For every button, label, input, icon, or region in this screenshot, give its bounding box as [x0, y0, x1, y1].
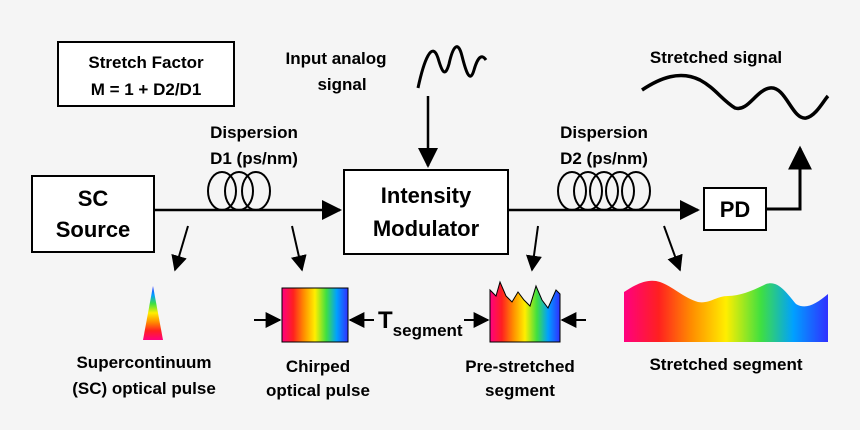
sc-source-label-line1: SC	[78, 186, 109, 211]
sc-source-box: SC Source	[31, 175, 155, 253]
pd-output-arrow	[766, 145, 812, 211]
pointer-arrow-chirped	[291, 225, 307, 272]
intensity-modulator-box: Intensity Modulator	[343, 169, 509, 255]
stretch-factor-formula: M = 1 + D2/D1	[91, 80, 202, 99]
input-analog-waveform	[416, 45, 488, 89]
modulator-label-line1: Intensity	[381, 183, 472, 208]
stretch-factor-title: Stretch Factor	[88, 53, 204, 72]
tsegment-subscript: segment	[393, 321, 463, 340]
pointer-arrow-prestretched	[526, 225, 542, 272]
dispersion1-label-line2: D1 (ps/nm)	[210, 149, 298, 168]
pointer-arrow-stretched	[663, 225, 683, 272]
dispersion2-label-line2: D2 (ps/nm)	[560, 149, 648, 168]
tsegment-main: T	[378, 307, 393, 334]
caption-prestretched-line1: Pre-stretched	[465, 357, 575, 376]
chirped-pulse-group: Tsegment	[254, 287, 463, 343]
sc-source-label-line2: Source	[56, 217, 131, 242]
pd-label: PD	[720, 197, 751, 222]
dispersion2-label-line1: Dispersion	[560, 123, 648, 142]
fiber-coil-d1-icon	[207, 171, 271, 211]
caption-chirped-line2: optical pulse	[266, 381, 370, 400]
prestretched-group	[464, 280, 586, 343]
prestretched-segment-shape	[489, 280, 561, 343]
caption-prestretched-line2: segment	[485, 381, 555, 400]
caption-sc-pulse-line2: (SC) optical pulse	[72, 379, 216, 398]
modulator-label-line2: Modulator	[373, 216, 480, 241]
tsegment-label: Tsegment	[378, 307, 463, 340]
input-signal-group: Input analog signal	[285, 45, 488, 168]
stretched-waveform	[641, 73, 830, 120]
caption-sc-pulse-line1: Supercontinuum	[76, 353, 211, 372]
fiber-coil-d2-icon	[557, 171, 651, 211]
stretched-segment-shape	[624, 280, 828, 342]
sc-optical-pulse-shape	[143, 286, 163, 340]
input-signal-label-line1: Input analog	[285, 49, 386, 68]
dispersion1-label-line1: Dispersion	[210, 123, 298, 142]
stretched-signal-group: Stretched signal	[641, 48, 830, 120]
caption-chirped-line1: Chirped	[286, 357, 350, 376]
input-signal-label-line2: signal	[317, 75, 366, 94]
pointer-arrow-sc-pulse	[171, 225, 189, 272]
stretched-signal-label: Stretched signal	[650, 48, 782, 67]
chirped-pulse-shape	[281, 287, 349, 343]
stretch-factor-box: Stretch Factor M = 1 + D2/D1	[57, 41, 235, 107]
pd-box: PD	[703, 187, 767, 231]
caption-stretched-segment: Stretched segment	[649, 355, 802, 374]
